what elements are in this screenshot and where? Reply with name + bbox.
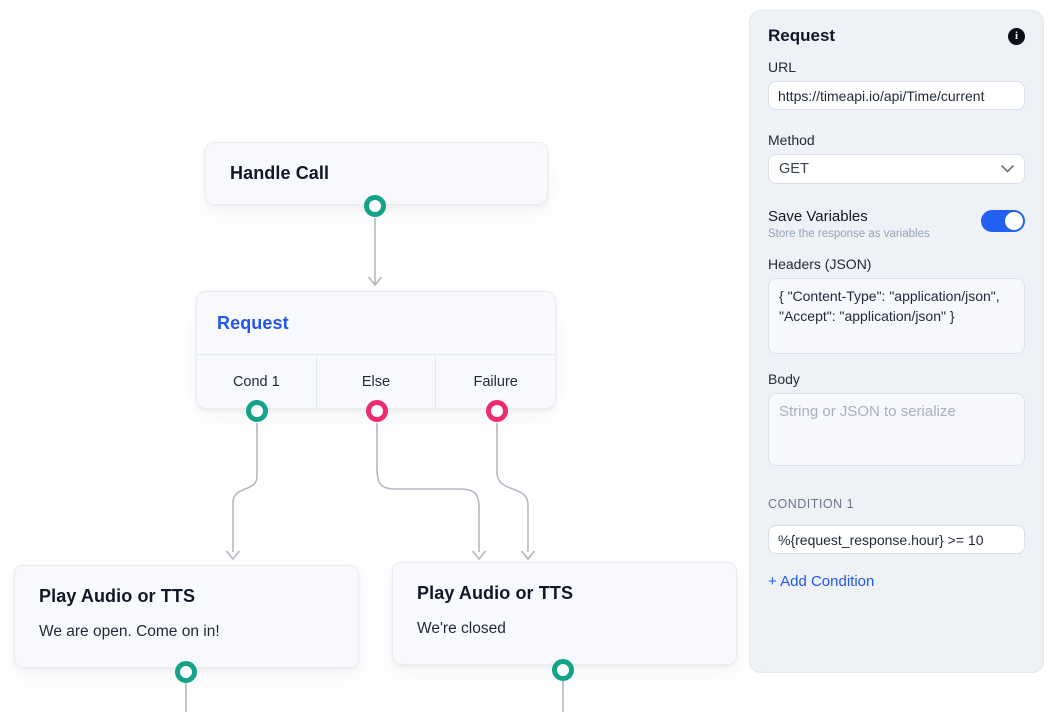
condition-1-label: CONDITION 1	[768, 497, 855, 511]
add-condition-link[interactable]: + Add Condition	[768, 573, 875, 590]
node-request[interactable]: Request Cond 1 Else Failure	[196, 291, 556, 409]
output-port-play-closed[interactable]	[552, 659, 574, 681]
arrowhead-icon	[367, 276, 383, 287]
properties-panel: Request i URL Method GET Save Variables …	[749, 10, 1044, 673]
body-label: Body	[768, 371, 800, 387]
info-icon[interactable]: i	[1008, 27, 1025, 45]
node-title: Play Audio or TTS	[417, 583, 574, 603]
output-port-else[interactable]	[366, 400, 388, 422]
output-port-failure[interactable]	[486, 400, 508, 422]
toggle-knob	[1005, 212, 1023, 230]
headers-textarea[interactable]: { "Content-Type": "application/json", "A…	[768, 278, 1025, 354]
node-subtitle: We're closed	[417, 620, 506, 637]
node-title: Play Audio or TTS	[39, 586, 196, 606]
url-input[interactable]	[768, 81, 1025, 110]
node-title: Request	[217, 312, 289, 333]
arrowhead-icon	[471, 550, 487, 561]
output-port-play-open[interactable]	[175, 661, 197, 683]
edge-cond1-playopen	[232, 423, 258, 552]
edge-layer	[185, 218, 564, 712]
headers-label: Headers (JSON)	[768, 256, 872, 272]
node-subtitle: We are open. Come on in!	[39, 623, 220, 640]
edge-failure-playclosed	[496, 423, 529, 552]
save-variables-hint: Store the response as variables	[768, 228, 930, 240]
node-play-audio-open[interactable]: Play Audio or TTS We are open. Come on i…	[14, 565, 359, 668]
branch-failure[interactable]: Failure	[435, 355, 555, 408]
node-title: Handle Call	[230, 163, 330, 183]
save-variables-toggle[interactable]	[981, 210, 1025, 232]
arrowhead-icon	[225, 550, 241, 561]
method-label: Method	[768, 132, 815, 148]
node-request-branches: Cond 1 Else Failure	[197, 355, 555, 408]
branch-cond-1[interactable]: Cond 1	[232, 373, 280, 390]
chevron-down-icon	[1001, 165, 1014, 173]
method-value: GET	[779, 161, 809, 177]
node-request-header[interactable]: Request	[197, 292, 555, 355]
condition-1-input[interactable]	[768, 525, 1025, 554]
arrowhead-icon	[520, 550, 536, 561]
panel-title: Request	[768, 26, 836, 45]
url-label: URL	[768, 59, 797, 75]
save-variables-label: Save Variables	[768, 208, 868, 225]
output-port-handle-call[interactable]	[364, 195, 386, 217]
body-textarea[interactable]	[768, 393, 1025, 466]
method-select[interactable]: GET	[768, 154, 1025, 184]
output-port-cond-1[interactable]	[246, 400, 268, 422]
branch-else[interactable]: Else	[315, 355, 436, 408]
edge-else-playclosed	[376, 423, 480, 552]
node-play-audio-closed[interactable]: Play Audio or TTS We're closed	[392, 562, 737, 665]
save-variables-block: Save Variables Store the response as var…	[768, 208, 930, 240]
